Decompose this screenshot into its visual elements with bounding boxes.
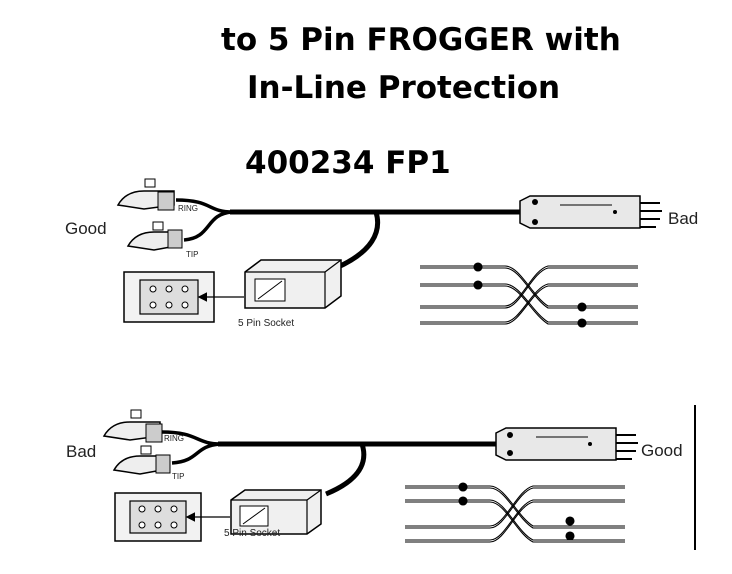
part-number: 400234 FP1 [245, 145, 451, 181]
ring-label-top: RING [178, 204, 198, 213]
socket-box-top [244, 259, 342, 309]
tip-wire-top [183, 210, 233, 242]
socket-label-top: 5 Pin Socket [238, 318, 294, 329]
pin-face-bottom [114, 492, 202, 542]
tip-wire-bottom [171, 442, 221, 465]
bad-label-top: Bad [668, 209, 698, 228]
tip-label-top: TIP [186, 250, 198, 259]
ring-clip-top: RING [116, 178, 198, 213]
diagram-bottom: RING TIP Bad Good [66, 405, 696, 550]
tip-clip-top: TIP [126, 221, 198, 259]
ring-clip-bottom: RING [102, 409, 184, 443]
title-line-2: In-Line Protection [247, 70, 561, 106]
socket-cable-top [334, 211, 381, 271]
crossover-schematic-bottom [405, 482, 625, 543]
good-label-bottom: Good [641, 441, 683, 460]
socket-label-bottom: 5 Pin Socket [224, 528, 280, 539]
title-line-1: to 5 Pin FROGGER with [221, 22, 621, 58]
connector-bottom [495, 427, 638, 461]
tip-label-bottom: TIP [172, 472, 184, 481]
ring-label-bottom: RING [164, 434, 184, 443]
socket-box-bottom [230, 489, 322, 535]
diagram-top: RING TIP Good Bad [65, 178, 698, 329]
crossover-schematic-top [420, 262, 638, 328]
tip-clip-bottom: TIP [112, 445, 184, 481]
good-label-top: Good [65, 219, 107, 238]
socket-cable-bottom [325, 443, 367, 497]
bad-label-bottom: Bad [66, 442, 96, 461]
connector-top [519, 195, 662, 229]
